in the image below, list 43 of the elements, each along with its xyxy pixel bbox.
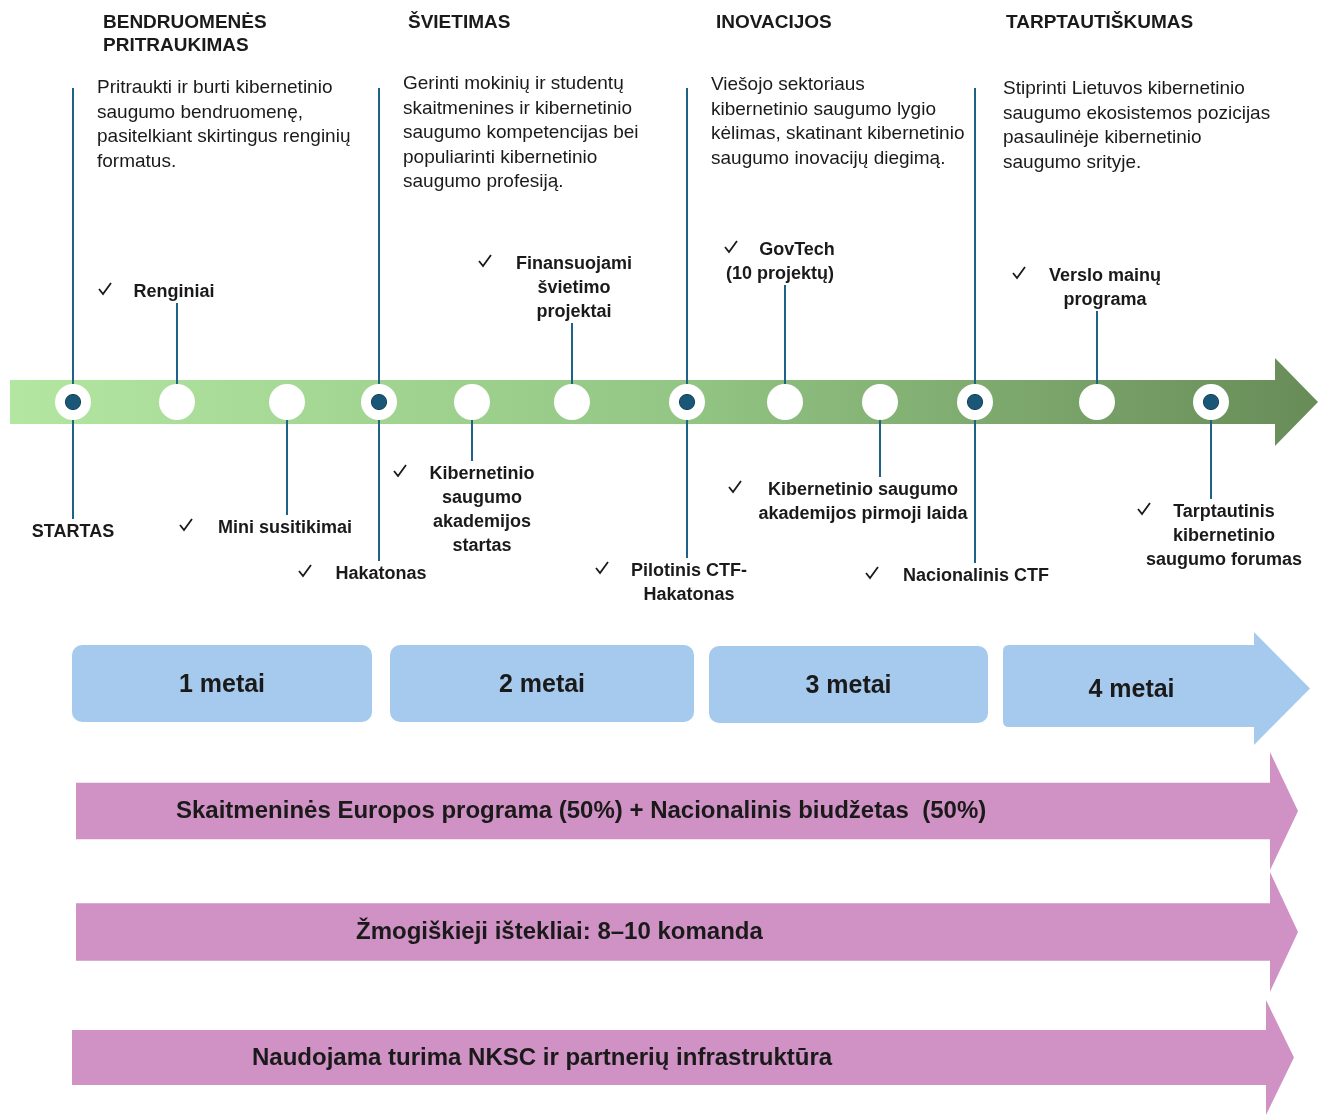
leader-line xyxy=(1096,310,1098,385)
phase-heading: TARPTAUTIŠKUMAS xyxy=(1006,10,1195,33)
leader-line xyxy=(784,284,786,385)
leader-line xyxy=(571,322,573,385)
phase-heading: BENDRUOMENĖS PRITRAUKIMAS xyxy=(103,10,268,56)
milestone-label: Pilotinis CTF- Hakatonas xyxy=(622,558,756,606)
phase-description: Pritraukti ir burti kibernetinio saugumo bendruomenę, pasitelkiant skirtingus renginių formatus. xyxy=(97,75,352,173)
year-box: 2 metai xyxy=(390,645,694,722)
year-box: 1 metai xyxy=(72,645,372,722)
milestone-label: Finansuojami švietimo projektai xyxy=(506,251,642,323)
phase-description: Gerinti mokinių ir studentų skaitmenines ir kibernetinio saugumo kompetencijas bei populiarinti kibernetinio saugumo profesiją. xyxy=(403,71,640,193)
leader-line xyxy=(471,419,473,462)
leader-line xyxy=(176,302,178,385)
phase-heading: INOVACIJOS xyxy=(716,10,833,33)
resource-banner xyxy=(72,1000,1294,1115)
milestone-label: Renginiai xyxy=(128,279,220,303)
leader-line xyxy=(72,419,74,520)
resource-banner xyxy=(76,872,1298,992)
milestone-label: Hakatonas xyxy=(326,561,436,585)
year-label: 4 metai xyxy=(1087,673,1176,703)
leader-line xyxy=(1210,419,1212,500)
resource-label: Skaitmeninės Europos programa (50%) + Nacionalinis biudžetas (50%) xyxy=(176,796,987,824)
milestone-label: Verslo mainų programa xyxy=(1040,263,1170,311)
leader-line xyxy=(286,419,288,516)
phase-description: Viešojo sektoriaus kibernetinio saugumo lygio kėlimas, skatinant kibernetinio saugumo inovacijų diegimą. xyxy=(711,72,966,170)
phase-description: Stiprinti Lietuvos kibernetinio saugumo ekosistemos pozicijas pasaulinėje kibernetinio saugumo srityje. xyxy=(1003,76,1272,174)
resource-label: Žmogiškieji ištekliai: 8–10 komanda xyxy=(356,917,763,945)
milestone-label: Nacionalinis CTF xyxy=(893,563,1059,587)
leader-line xyxy=(879,419,881,478)
leader-line xyxy=(974,419,976,564)
leader-line xyxy=(378,419,380,562)
milestone-label: Kibernetinio saugumo akademijos pirmoji laida xyxy=(756,477,970,525)
phase-heading: ŠVIETIMAS xyxy=(408,10,512,33)
milestone-label: Tarptautinis kibernetinio saugumo forumas xyxy=(1136,499,1312,571)
milestone-label: GovTech (10 projektų) xyxy=(718,237,842,285)
leader-line xyxy=(686,419,688,559)
milestone-label: Kibernetinio saugumo akademijos startas xyxy=(420,461,544,557)
resource-label: Naudojama turima NKSC ir partnerių infrastruktūra xyxy=(252,1042,833,1071)
year-banner xyxy=(1003,632,1310,745)
resource-banner xyxy=(76,752,1298,870)
milestone-label: STARTAS xyxy=(28,519,118,543)
year-box: 3 metai xyxy=(709,646,988,723)
milestone-label: Mini susitikimai xyxy=(206,515,364,539)
